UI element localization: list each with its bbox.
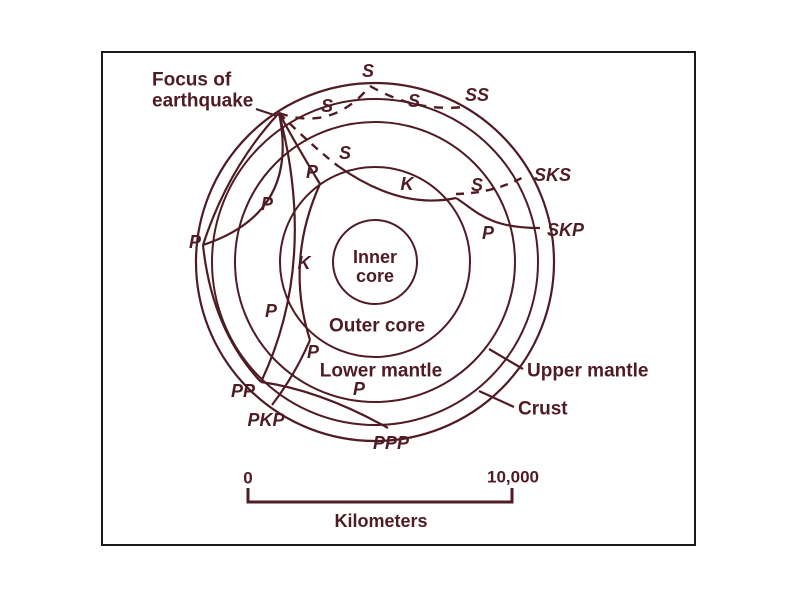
scale-bar-bracket xyxy=(246,488,514,504)
crust-leader-line xyxy=(478,389,515,409)
focus-label-line1: Focus of xyxy=(152,69,232,91)
inner-core-label-line1: Inner xyxy=(352,247,398,267)
phase-label-sks: SKS xyxy=(534,165,572,185)
scale-end-label: 10,000 xyxy=(487,467,539,487)
outer-core-circle xyxy=(279,166,471,358)
phase-label-p-near-focus: P xyxy=(305,162,319,182)
focus-leader-line xyxy=(255,108,278,117)
scale-unit-label: Kilometers xyxy=(334,511,428,531)
inner-core-label-line2: core xyxy=(355,266,395,286)
s-wave-leg1-dashed xyxy=(278,85,371,120)
phase-label-k-left: K xyxy=(297,253,311,273)
crust-base-circle xyxy=(211,98,539,426)
phase-label-ppp: PPP xyxy=(372,433,410,453)
ppp-ray-segment xyxy=(260,380,389,429)
inner-core-circle xyxy=(332,219,418,305)
upper-mantle-label: Upper mantle xyxy=(527,360,649,382)
phase-label-pkp: PKP xyxy=(247,410,285,430)
sks-exit-leg-dashed xyxy=(455,173,528,196)
phase-label-s-sks-mantle: S xyxy=(338,143,352,163)
phase-label-p-far-left: P xyxy=(188,232,202,252)
surface-circle xyxy=(194,81,556,443)
p-ray-deep-mantle xyxy=(260,112,296,383)
phase-label-s-leg1: S xyxy=(320,96,334,116)
skp-exit-leg xyxy=(455,197,541,230)
lower-mantle-top-circle xyxy=(234,121,516,403)
phase-label-s-leg2: S xyxy=(407,91,421,111)
p-ray-lens-lower xyxy=(202,112,284,247)
phase-label-p-deep: P xyxy=(264,301,278,321)
phase-label-p-skp-leg: P xyxy=(481,223,495,243)
k-core-leg-right xyxy=(337,165,457,202)
crust-label: Crust xyxy=(518,398,568,420)
phase-label-k-right: K xyxy=(400,174,414,194)
phase-label-p-lens: P xyxy=(260,194,274,214)
phase-label-ss: SS xyxy=(464,85,490,105)
pkp-core-leg xyxy=(298,183,322,341)
phase-label-p-lower-mantle-2: P xyxy=(352,379,366,399)
phase-label-s-after-core: S xyxy=(470,175,484,195)
pkp-mantle-leg xyxy=(278,112,321,185)
phase-label-s-top: S xyxy=(361,61,375,81)
s-wave-leg2-dashed xyxy=(369,84,464,109)
phase-label-pp: PP xyxy=(230,381,256,401)
phase-label-p-lower-mantle-1: P xyxy=(306,342,320,362)
lower-mantle-label: Lower mantle xyxy=(319,360,443,382)
pkp-exit-leg xyxy=(271,339,312,406)
p-ray-left-to-bottom xyxy=(201,244,262,383)
scale-start-label: 0 xyxy=(243,468,253,488)
outer-core-label: Outer core xyxy=(328,315,426,337)
focus-label-line2: earthquake xyxy=(152,90,254,112)
phase-label-skp: SKP xyxy=(547,220,585,240)
upper-mantle-leader-line xyxy=(488,348,524,370)
p-ray-lens-upper xyxy=(201,112,280,246)
